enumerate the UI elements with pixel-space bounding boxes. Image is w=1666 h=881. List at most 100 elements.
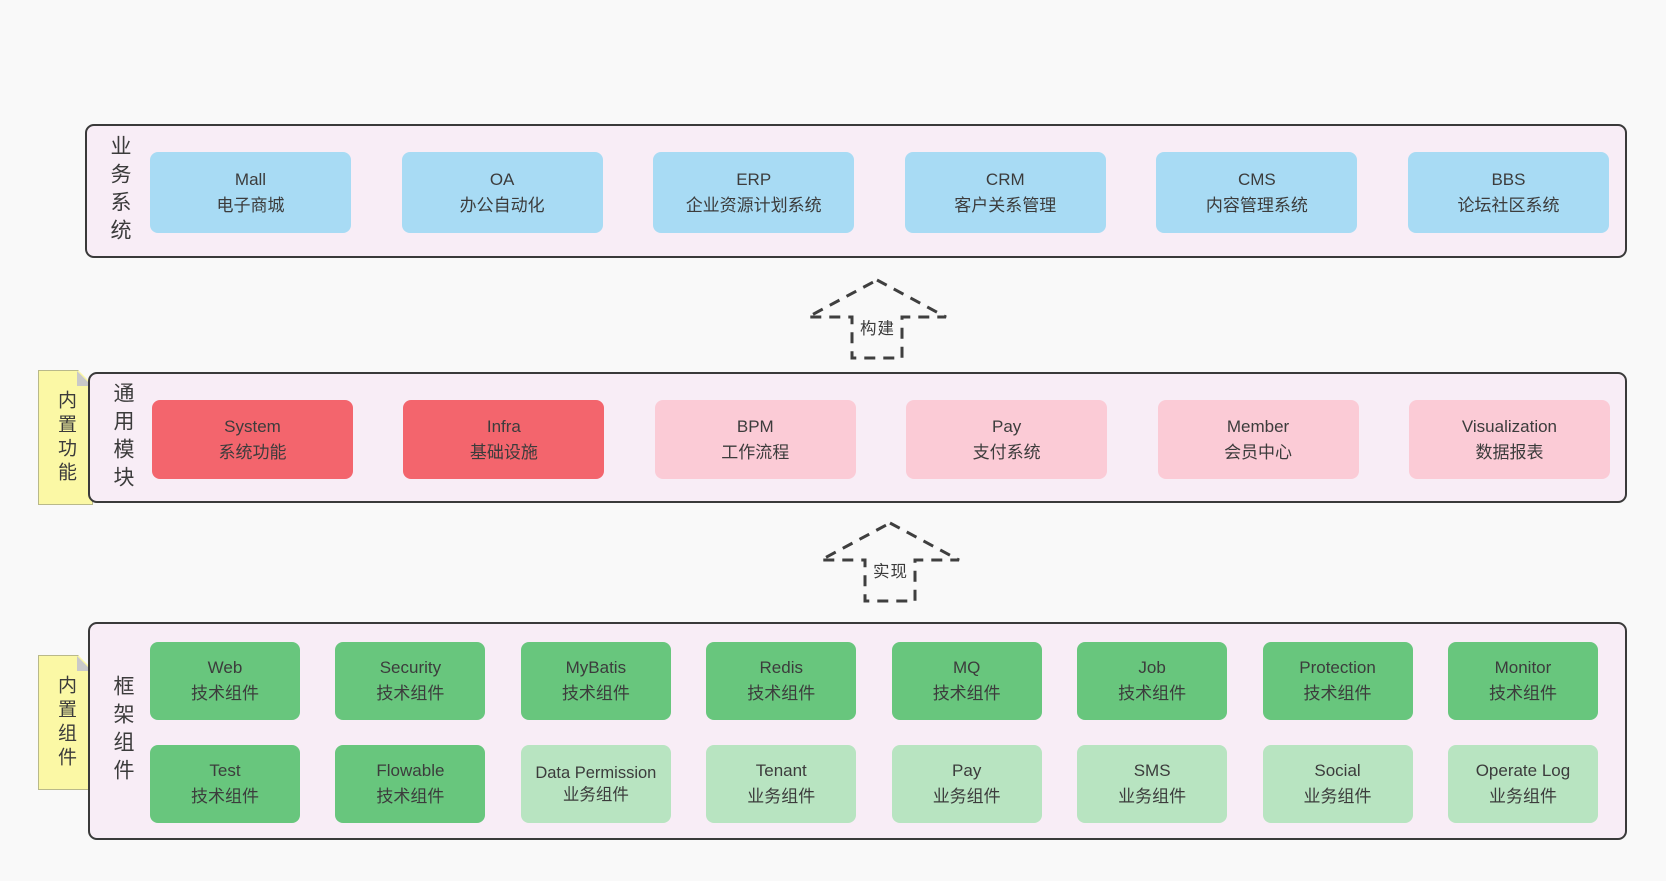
- box-subtitle: 业务组件: [1303, 787, 1372, 806]
- box-web: Web 技术组件: [150, 642, 300, 720]
- box-title: System: [224, 416, 281, 436]
- box-social: Social 业务组件: [1262, 745, 1413, 823]
- box-subtitle: 办公自动化: [459, 195, 545, 215]
- box-subtitle: 基础设施: [469, 442, 538, 462]
- box-member: Member 会员中心: [1157, 400, 1359, 479]
- box-protection: Protection 技术组件: [1262, 642, 1413, 720]
- box-subtitle: 技术组件: [191, 787, 259, 806]
- box-title: Data Permission: [535, 764, 657, 782]
- box-title: Test: [209, 761, 241, 780]
- box-title: Security: [379, 658, 442, 677]
- box-title: Flowable: [376, 761, 445, 780]
- box-subtitle: 数据报表: [1475, 442, 1544, 462]
- box-title: OA: [489, 169, 515, 189]
- box-job: Job 技术组件: [1077, 642, 1228, 720]
- box-subtitle: 会员中心: [1224, 442, 1293, 462]
- box-subtitle: 内容管理系统: [1205, 195, 1308, 215]
- box-title: Visualization: [1461, 416, 1558, 436]
- business-systems-box-row: Mall 电子商城 OA 办公自动化 ERP 企业资源计划系统 CRM 客户关系…: [150, 152, 1609, 233]
- box-bbs: BBS 论坛社区系统: [1407, 152, 1609, 233]
- box-subtitle: 业务组件: [562, 786, 629, 804]
- container-vertical-label: 通用模块: [111, 381, 134, 494]
- box-title: Tenant: [755, 761, 807, 780]
- box-title: CRM: [985, 169, 1025, 189]
- arrow-up-implement-icon: 实现: [818, 520, 963, 604]
- arrow-label: 实现: [873, 563, 908, 581]
- box-subtitle: 技术组件: [191, 684, 259, 703]
- box-subtitle: 工作流程: [721, 442, 790, 462]
- box-title: SMS: [1133, 761, 1171, 780]
- box-title: Job: [1138, 658, 1166, 677]
- arrow-label: 构建: [860, 320, 895, 338]
- box-subtitle: 技术组件: [932, 684, 1001, 703]
- box-crm: CRM 客户关系管理: [904, 152, 1106, 233]
- box-title: Pay: [952, 761, 982, 780]
- box-security: Security 技术组件: [335, 642, 486, 720]
- box-subtitle: 技术组件: [376, 787, 445, 806]
- box-data-permission: Data Permission 业务组件: [520, 745, 671, 823]
- box-test: Test 技术组件: [150, 745, 300, 823]
- box-subtitle: 技术组件: [376, 684, 445, 703]
- box-title: Pay: [992, 416, 1022, 436]
- container-vertical-label: 业务系统: [108, 135, 131, 247]
- box-title: Protection: [1299, 658, 1376, 677]
- box-subtitle: 系统功能: [218, 442, 287, 462]
- box-monitor: Monitor 技术组件: [1447, 642, 1598, 720]
- box-title: ERP: [736, 169, 772, 189]
- box-oa: OA 办公自动化: [401, 152, 603, 233]
- sticky-note-builtin-components: 内置组件: [38, 655, 93, 790]
- container-vertical-label: 框架组件: [111, 675, 134, 787]
- box-subtitle: 电子商城: [216, 195, 285, 215]
- box-subtitle: 技术组件: [1488, 684, 1557, 703]
- box-subtitle: 业务组件: [1118, 787, 1187, 806]
- box-sms: SMS 业务组件: [1077, 745, 1228, 823]
- box-flowable: Flowable 技术组件: [335, 745, 486, 823]
- box-subtitle: 业务组件: [747, 787, 816, 806]
- box-title: MyBatis: [565, 658, 627, 677]
- box-title: Social: [1314, 761, 1361, 780]
- box-system: System 系统功能: [152, 400, 353, 479]
- sticky-note-label: 内置功能: [55, 389, 76, 486]
- box-title: Redis: [759, 658, 803, 677]
- box-cms: CMS 内容管理系统: [1156, 152, 1358, 233]
- box-subtitle: 企业资源计划系统: [685, 195, 822, 215]
- box-pay-component: Pay 业务组件: [891, 745, 1042, 823]
- box-infra: Infra 基础设施: [403, 400, 605, 479]
- box-subtitle: 业务组件: [1488, 787, 1557, 806]
- box-redis: Redis 技术组件: [706, 642, 857, 720]
- box-subtitle: 技术组件: [1118, 684, 1187, 703]
- box-bpm: BPM 工作流程: [654, 400, 856, 479]
- box-title: Mall: [234, 169, 267, 189]
- box-tenant: Tenant 业务组件: [706, 745, 857, 823]
- box-subtitle: 支付系统: [972, 442, 1041, 462]
- box-subtitle: 技术组件: [561, 684, 630, 703]
- sticky-note-label: 内置组件: [55, 674, 76, 771]
- box-pay-module: Pay 支付系统: [906, 400, 1108, 479]
- business-systems-container: 业务系统 Mall 电子商城 OA 办公自动化 ERP 企业资源计划系统 CRM…: [85, 124, 1627, 258]
- box-subtitle: 论坛社区系统: [1457, 195, 1560, 215]
- box-title: MQ: [952, 658, 981, 677]
- framework-components-container: 框架组件 Web 技术组件 Security 技术组件 MyBatis 技术组件…: [88, 622, 1627, 840]
- box-title: Web: [207, 658, 243, 677]
- arrow-up-build-icon: 构建: [805, 277, 950, 361]
- box-title: BPM: [736, 416, 774, 436]
- box-erp: ERP 企业资源计划系统: [653, 152, 855, 233]
- box-title: CMS: [1237, 169, 1276, 189]
- framework-components-row-2: Test 技术组件 Flowable 技术组件 Data Permission …: [150, 745, 1598, 823]
- box-title: Infra: [486, 416, 521, 436]
- box-title: Member: [1226, 416, 1290, 436]
- box-subtitle: 业务组件: [932, 787, 1001, 806]
- box-title: Operate Log: [1475, 761, 1571, 780]
- sticky-note-builtin-features: 内置功能: [38, 370, 93, 505]
- box-mybatis: MyBatis 技术组件: [520, 642, 671, 720]
- box-mall: Mall 电子商城: [150, 152, 351, 233]
- box-subtitle: 技术组件: [747, 684, 816, 703]
- box-mq: MQ 技术组件: [891, 642, 1042, 720]
- common-modules-box-row: System 系统功能 Infra 基础设施 BPM 工作流程 Pay 支付系统…: [152, 400, 1610, 479]
- box-title: BBS: [1491, 169, 1526, 189]
- box-visualization: Visualization 数据报表: [1408, 400, 1610, 479]
- framework-components-row-1: Web 技术组件 Security 技术组件 MyBatis 技术组件 Redi…: [150, 642, 1598, 720]
- box-operate-log: Operate Log 业务组件: [1447, 745, 1598, 823]
- box-subtitle: 客户关系管理: [954, 195, 1057, 215]
